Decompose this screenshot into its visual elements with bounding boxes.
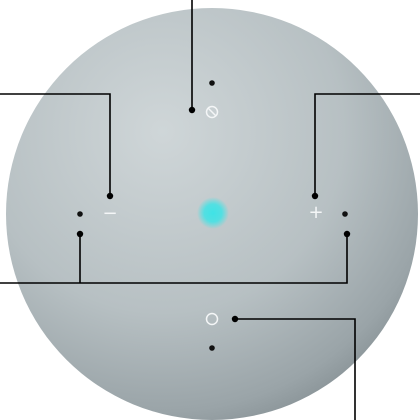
mic-dot-top [209,80,215,86]
plus-icon: + [308,202,323,223]
minus-icon: − [102,203,117,224]
status-light-icon [197,197,229,229]
volume-down-button[interactable]: − [100,205,120,223]
mic-dot-right-upper [342,211,348,217]
volume-up-button[interactable]: + [306,204,326,222]
mic-dot-left-upper [77,211,83,217]
mic-dot-bottom [209,345,215,351]
